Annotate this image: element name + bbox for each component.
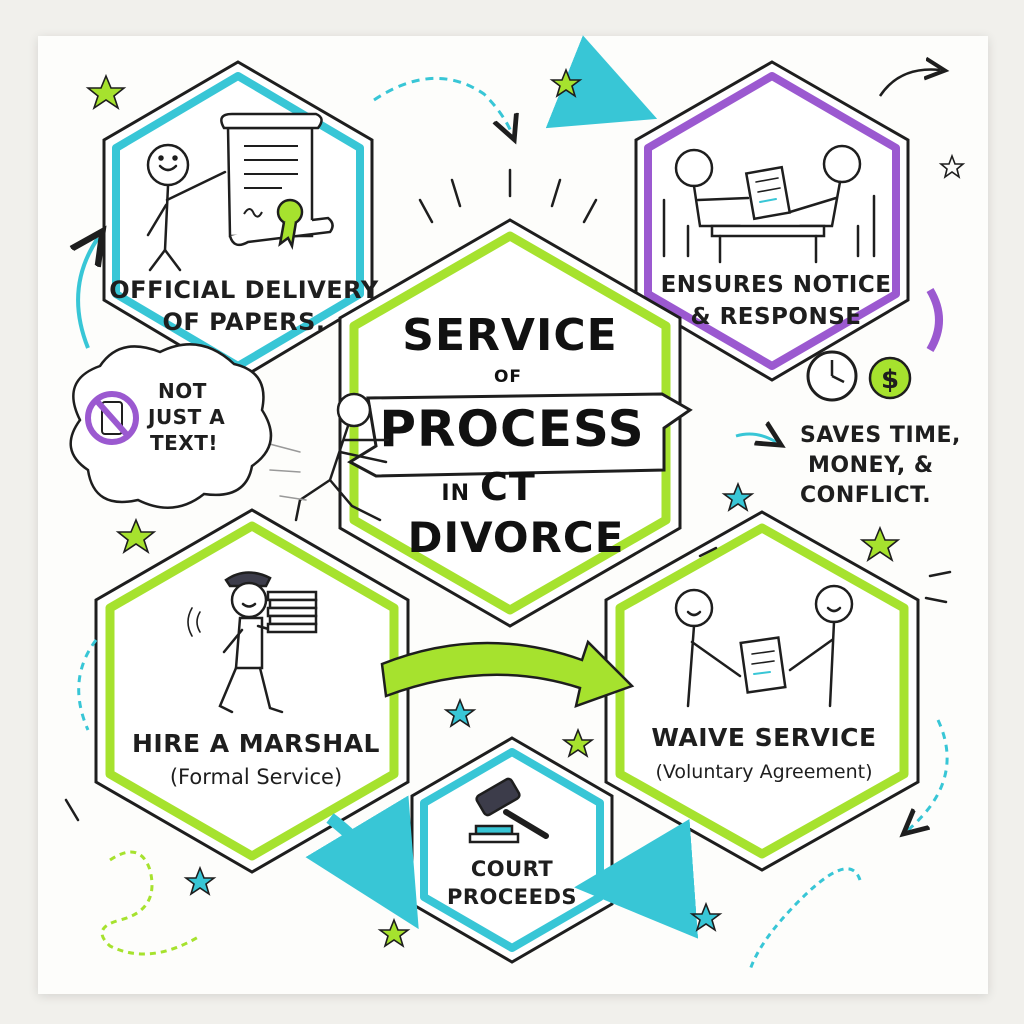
flow-arrow-bottom-right — [748, 867, 862, 971]
flow-arrow-marshal-to-waive — [380, 639, 635, 708]
official-line1: OFFICIAL DELIVERY — [109, 276, 379, 304]
title-line1: SERVICE — [402, 310, 617, 361]
marshal-line2: (Formal Service) — [170, 765, 342, 789]
title-line2: OF — [494, 367, 522, 387]
star-icon — [443, 697, 477, 728]
ensures-line1: ENSURES NOTICE — [661, 272, 892, 298]
star-icon — [689, 901, 723, 932]
star-icon — [115, 517, 157, 554]
star-icon — [85, 73, 127, 110]
callout-not-just-text: NOT JUST A TEXT! — [69, 343, 273, 509]
decorative-sparkles — [64, 168, 952, 822]
waive-line2: (Voluntary Agreement) — [655, 761, 872, 783]
scroll-icon — [220, 112, 334, 250]
court-line2: PROCEEDS — [447, 885, 577, 909]
meeting-figures-icon — [662, 144, 876, 264]
title-line3: PROCESS — [379, 400, 644, 458]
star-icon — [183, 865, 217, 896]
presenter-figure-icon — [146, 143, 227, 272]
marshal-figure-icon — [187, 571, 318, 714]
flow-arrow-top-dashed — [373, 77, 512, 134]
flow-arrow-left-up — [78, 238, 98, 349]
node-court-proceeds: COURT PROCEEDS — [410, 736, 614, 964]
flow-arrow-right-dashed — [908, 719, 949, 830]
callout-saves-line3: CONFLICT. — [800, 483, 931, 508]
clock-icon — [806, 350, 858, 402]
star-icon — [721, 481, 755, 512]
waive-line1: WAIVE SERVICE — [651, 723, 876, 752]
gavel-icon — [468, 777, 549, 844]
dollar-icon: $ — [868, 356, 912, 400]
node-official-delivery: OFFICIAL DELIVERY OF PAPERS. — [102, 60, 379, 382]
running-figure-icon — [261, 392, 390, 522]
star-icon — [549, 67, 583, 98]
decorative-stars — [85, 67, 966, 948]
flow-arrow-marshal-to-court — [305, 795, 419, 930]
flow-arrow-waive-to-court — [574, 818, 699, 939]
node-ensures-notice: ENSURES NOTICE & RESPONSE — [634, 60, 910, 382]
marshal-line1: HIRE A MARSHAL — [132, 729, 380, 758]
callout-saves-line1: SAVES TIME, — [800, 423, 961, 448]
flow-arrow-left-dashed — [77, 639, 98, 731]
flow-arrow-purple-right — [926, 287, 943, 353]
star-icon — [938, 153, 966, 179]
no-phone-icon — [85, 391, 139, 445]
court-line1: COURT — [471, 857, 554, 881]
callout-not-line3: TEXT! — [150, 431, 218, 455]
title-line4b: CT — [480, 465, 536, 509]
flow-arrow-top-right — [878, 70, 940, 97]
title-line5: DIVORCE — [408, 513, 625, 562]
node-hire-marshal: HIRE A MARSHAL (Formal Service) — [94, 508, 410, 874]
handshake-icon — [674, 584, 854, 708]
flow-arrow-purple-top — [545, 35, 658, 129]
flow-arrow-saves — [735, 434, 776, 442]
callout-saves-line2: MONEY, & — [808, 453, 934, 478]
callout-not-line2: JUST A — [146, 405, 225, 429]
star-icon — [377, 917, 411, 948]
callout-saves: $ SAVES TIME, MONEY, & CONFLICT. — [800, 350, 961, 508]
ensures-line2: & RESPONSE — [691, 304, 862, 330]
svg-text:$: $ — [881, 365, 899, 395]
flow-arrow-bottom-left — [100, 850, 201, 956]
title-ribbon — [346, 392, 693, 478]
star-icon — [859, 525, 901, 562]
star-icon — [561, 727, 595, 758]
node-waive-service: WAIVE SERVICE (Voluntary Agreement) — [604, 510, 920, 872]
official-line2: OF PAPERS. — [163, 308, 326, 336]
node-title: SERVICE OF PROCESS IN CT DIVORCE — [338, 218, 693, 628]
callout-not-line1: NOT — [158, 379, 207, 403]
title-line4a: IN — [441, 481, 470, 506]
